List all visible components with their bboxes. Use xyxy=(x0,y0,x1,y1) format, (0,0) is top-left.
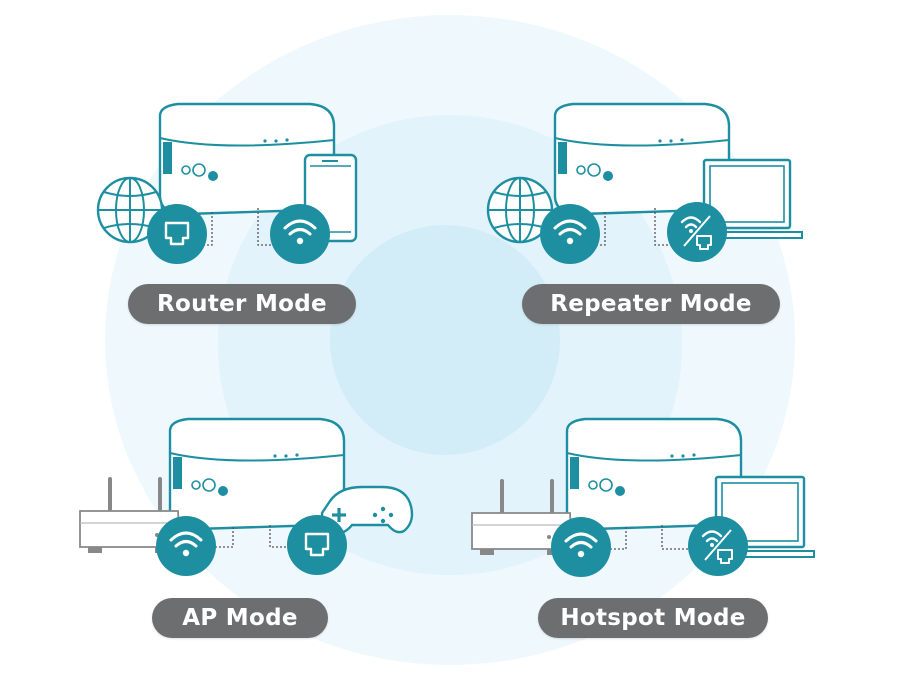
laptop-icon xyxy=(701,475,815,558)
hotspot-mode-panel: Hotspot Mode xyxy=(450,337,900,674)
mode-label-pill: Repeater Mode xyxy=(522,284,780,324)
mode-label-pill: AP Mode xyxy=(152,598,328,638)
halo-inner xyxy=(330,225,560,455)
wifi-badge xyxy=(540,204,600,264)
wifi-badge xyxy=(551,517,611,577)
wired-router-icon xyxy=(471,479,573,555)
laptop-icon xyxy=(689,158,803,239)
ap-mode-panel: AP Mode xyxy=(0,337,450,674)
mode-label-pill: Hotspot Mode xyxy=(538,598,768,638)
repeater-mode-panel: Repeater Mode xyxy=(450,0,900,337)
router-mode-panel: Router Mode xyxy=(0,0,450,337)
mode-label-pill: Router Mode xyxy=(128,284,356,324)
wifi-ethernet-badge xyxy=(667,202,727,262)
travel-router-device xyxy=(168,417,346,531)
ethernet-badge xyxy=(147,204,207,264)
wifi-badge xyxy=(270,204,330,264)
ethernet-badge xyxy=(287,515,347,575)
wifi-ethernet-badge xyxy=(688,516,748,576)
wifi-badge xyxy=(156,516,216,576)
